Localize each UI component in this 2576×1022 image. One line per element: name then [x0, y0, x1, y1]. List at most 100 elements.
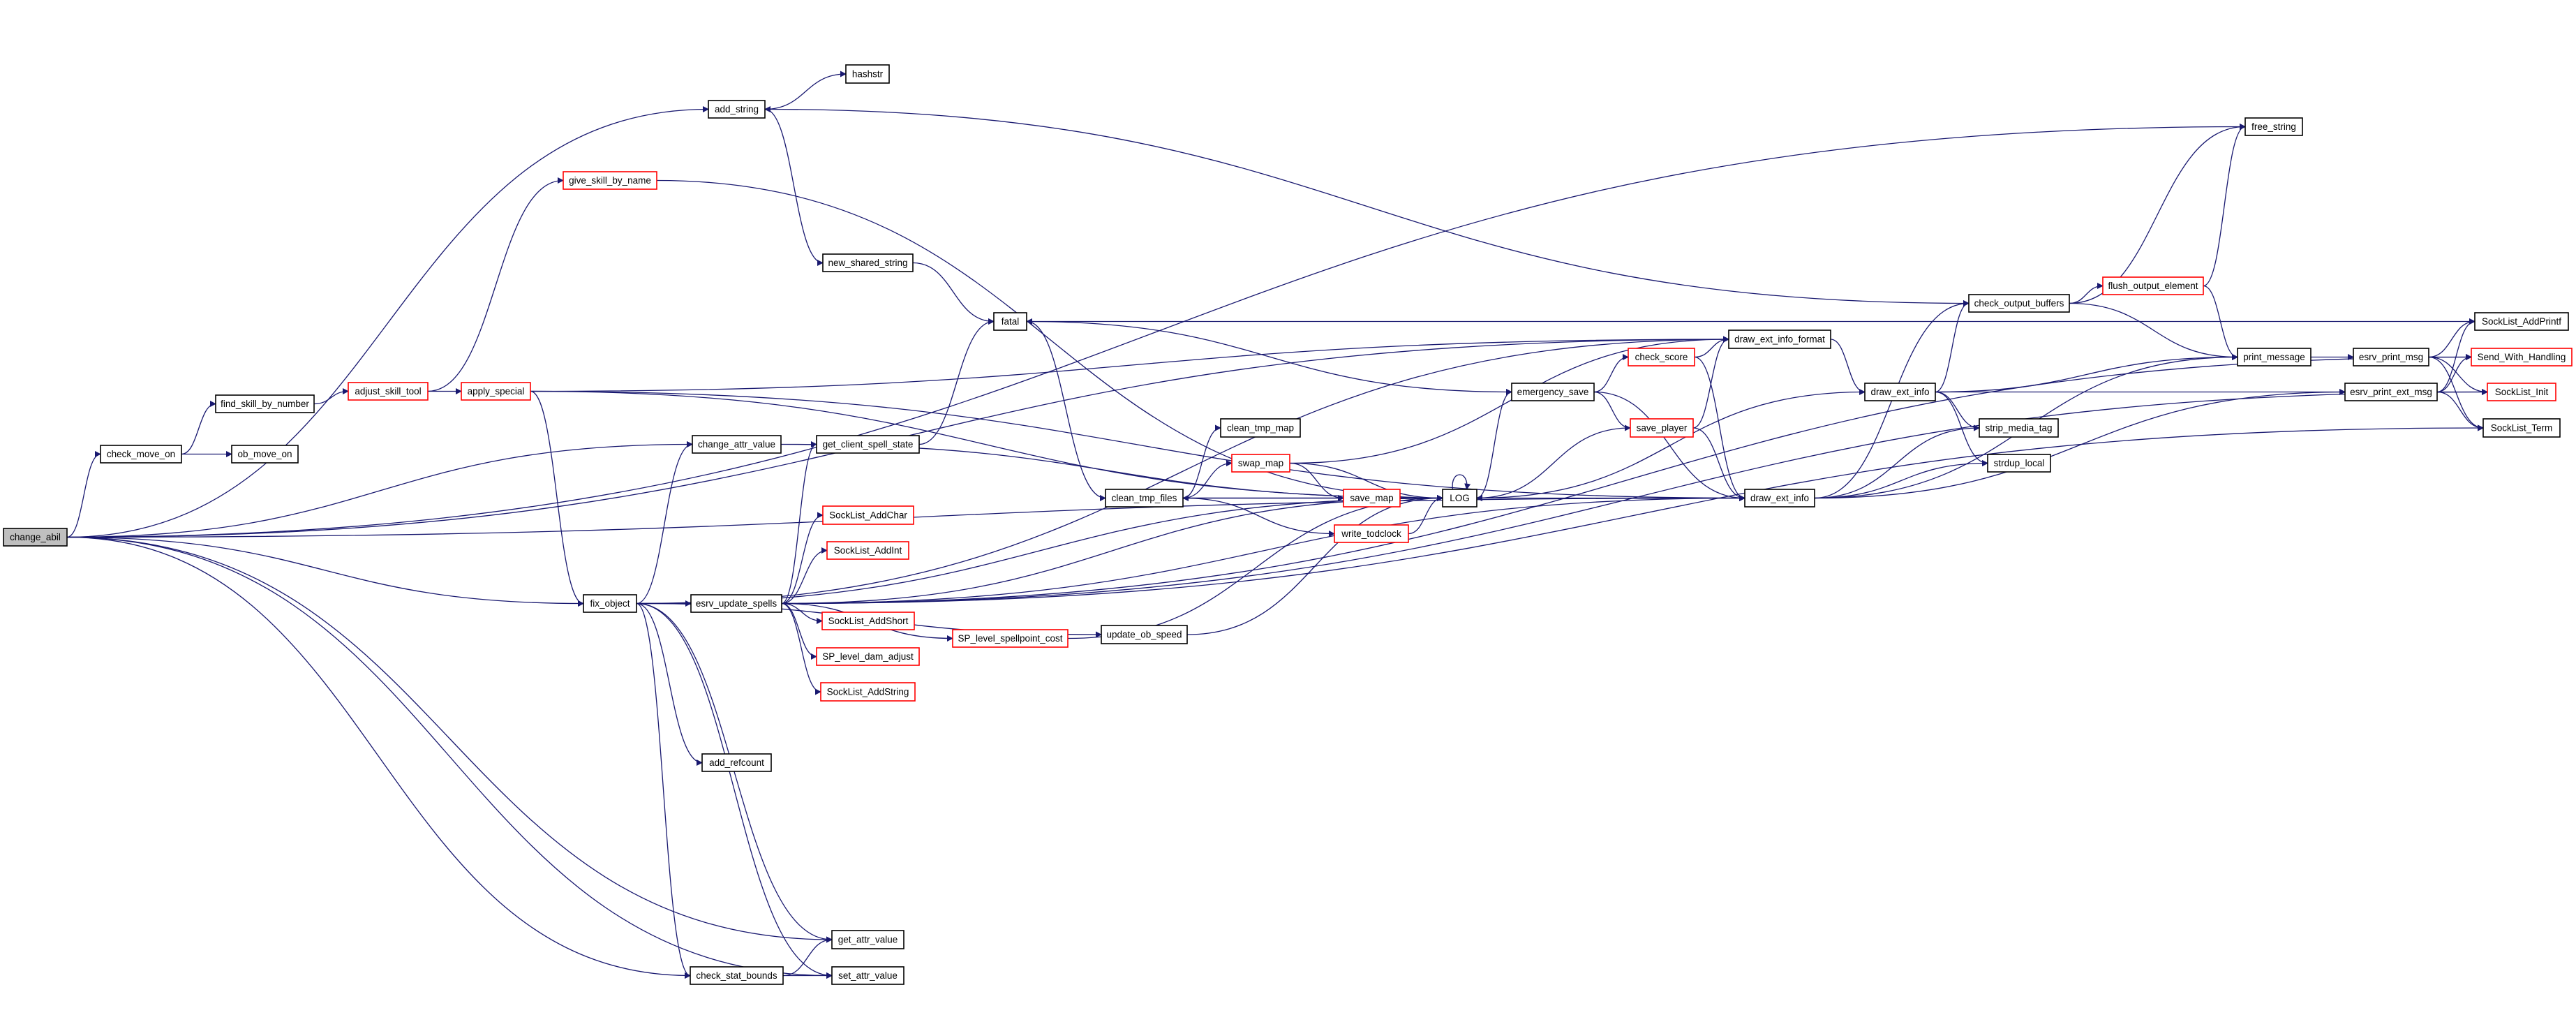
node-apply-special[interactable]: apply_special: [461, 382, 531, 401]
node-socklist-addprintf[interactable]: SockList_AddPrintf: [2474, 312, 2569, 331]
edge-esrv_print_ext_msg-to-Send_With_Handling: [2436, 353, 2472, 393]
edge-esrv_update_spells-to-SockList_AddInt: [781, 547, 828, 605]
node-find-skill-by-number[interactable]: find_skill_by_number: [215, 394, 315, 413]
node-box: [1334, 524, 1409, 543]
edge-check_stat_bounds-to-get_attr_value: [782, 936, 833, 977]
node-sp-level-spellpoint-cost[interactable]: SP_level_spellpoint_cost: [952, 629, 1069, 648]
node-esrv-print-msg[interactable]: esrv_print_msg: [2353, 348, 2429, 366]
node-label: new_shared_string: [828, 258, 907, 268]
node-box: [1744, 489, 1815, 508]
edge-fix_object-to-set_attr_value: [636, 602, 833, 979]
node-socklist-term[interactable]: SockList_Term: [2482, 418, 2561, 438]
node-adjust-skill-tool[interactable]: adjust_skill_tool: [348, 382, 429, 401]
node-box: [231, 445, 299, 464]
edge-check_output_buffers-to-flush_output_element: [2069, 282, 2104, 304]
node-box: [952, 629, 1069, 648]
node-set-attr-value[interactable]: set_attr_value: [831, 966, 904, 985]
node-fix-object[interactable]: fix_object: [583, 594, 637, 613]
edge-fix_object-to-add_refcount: [636, 602, 703, 767]
node-label: strip_media_tag: [1985, 423, 2052, 434]
node-save-player[interactable]: save_player: [1630, 418, 1694, 438]
node-socklist-addint[interactable]: SockList_AddInt: [826, 541, 909, 560]
edge-draw_ext_info_a-to-strdup_local: [1935, 391, 1988, 467]
node-print-message[interactable]: print_message: [2237, 348, 2311, 366]
node-box: [2244, 117, 2303, 136]
edge-esrv_print_msg-to-SockList_Init: [2428, 356, 2488, 396]
node-log[interactable]: LOG: [1442, 489, 1477, 508]
nodes-layer: change_abil check_move_on ob_move_on find_s…: [3, 64, 2573, 985]
edge-draw_ext_info_a-to-LOG: [1476, 391, 1866, 502]
node-change-attr-value[interactable]: change_attr_value: [692, 435, 782, 454]
node-label: clean_tmp_files: [1112, 493, 1177, 503]
node-socklist-addchar[interactable]: SockList_AddChar: [822, 505, 914, 525]
node-box: [816, 435, 920, 454]
node-box: [2482, 418, 2561, 438]
node-give-skill-by-name[interactable]: give_skill_by_name: [563, 171, 657, 190]
node-draw-ext-info-b[interactable]: draw_ext_info: [1744, 489, 1815, 508]
node-label: SockList_AddString: [827, 687, 909, 697]
node-clean-tmp-files[interactable]: clean_tmp_files: [1105, 489, 1184, 508]
node-send-with-handling[interactable]: Send_With_Handling: [2471, 348, 2573, 366]
node-update-ob-speed[interactable]: update_ob_speed: [1101, 625, 1188, 644]
node-esrv-print-ext-msg[interactable]: esrv_print_ext_msg: [2344, 383, 2438, 401]
node-label: check_stat_bounds: [696, 970, 777, 981]
edge-esrv_print_msg-to-SockList_AddPrintf: [2428, 318, 2476, 358]
node-label: get_attr_value: [838, 935, 898, 945]
node-draw-ext-info-a[interactable]: draw_ext_info: [1864, 383, 1936, 401]
node-sp-level-dam-adjust[interactable]: SP_level_dam_adjust: [816, 647, 920, 666]
node-swap-map[interactable]: swap_map: [1231, 454, 1290, 473]
node-label: swap_map: [1238, 458, 1283, 468]
node-check-score[interactable]: check_score: [1628, 348, 1695, 366]
node-new-shared-string[interactable]: new_shared_string: [822, 253, 914, 272]
node-box: [2487, 383, 2556, 401]
node-socklist-addstring[interactable]: SockList_AddString: [820, 682, 916, 702]
node-add-refcount[interactable]: add_refcount: [701, 753, 772, 772]
node-write-todclock[interactable]: write_todclock: [1334, 524, 1409, 543]
node-emergency-save[interactable]: emergency_save: [1511, 383, 1595, 401]
node-label: esrv_print_ext_msg: [2350, 387, 2432, 397]
node-box: [692, 435, 782, 454]
node-save-map[interactable]: save_map: [1343, 489, 1401, 508]
node-box: [1231, 454, 1290, 473]
node-fatal[interactable]: fatal: [993, 312, 1027, 331]
node-socklist-init[interactable]: SockList_Init: [2487, 383, 2556, 401]
edge-esrv_print_ext_msg-to-SockList_AddPrintf: [2436, 318, 2476, 393]
node-strip-media-tag[interactable]: strip_media_tag: [1979, 418, 2059, 438]
node-label: SP_level_dam_adjust: [822, 651, 914, 662]
edge-give_skill_by_name-to-LOG: [656, 179, 1443, 502]
node-label: check_output_buffers: [1974, 298, 2064, 309]
node-check-output-buffers[interactable]: check_output_buffers: [1968, 294, 2070, 313]
node-esrv-update-spells[interactable]: esrv_update_spells: [690, 594, 782, 613]
node-hashstr[interactable]: hashstr: [845, 64, 890, 84]
node-label: esrv_update_spells: [696, 598, 777, 609]
node-get-attr-value[interactable]: get_attr_value: [831, 930, 904, 949]
node-strdup-local[interactable]: strdup_local: [1987, 454, 2051, 473]
node-change-abil[interactable]: change_abil: [3, 528, 68, 547]
edge-check_output_buffers-to-free_string: [2069, 123, 2246, 304]
node-box: [2353, 348, 2429, 366]
node-box: [1979, 418, 2059, 438]
edge-fatal-to-clean_tmp_files: [1026, 320, 1106, 502]
node-box: [1220, 418, 1301, 438]
node-box: [831, 966, 904, 985]
edge-LOG-to-emergency_save: [1476, 388, 1512, 499]
node-box: [583, 594, 637, 613]
node-socklist-addshort[interactable]: SockList_AddShort: [821, 612, 915, 630]
edge-esrv_update_spells-to-SockList_AddChar: [781, 512, 824, 605]
node-clean-tmp-map[interactable]: clean_tmp_map: [1220, 418, 1301, 438]
node-box: [1728, 329, 1831, 349]
edge-add_string-to-hashstr: [764, 71, 847, 110]
node-draw-ext-info-format[interactable]: draw_ext_info_format: [1728, 329, 1831, 349]
node-label: add_refcount: [709, 757, 764, 768]
node-free-string[interactable]: free_string: [2244, 117, 2303, 136]
node-ob-move-on[interactable]: ob_move_on: [231, 445, 299, 464]
edge-change_abil-to-check_move_on: [66, 450, 101, 538]
edge-esrv_update_spells-to-get_client_spell_state: [781, 441, 817, 605]
node-get-client-spell-state[interactable]: get_client_spell_state: [816, 435, 920, 454]
node-flush-output-element[interactable]: flush_output_element: [2102, 276, 2204, 295]
node-add-string[interactable]: add_string: [708, 100, 766, 119]
node-check-stat-bounds[interactable]: check_stat_bounds: [690, 966, 784, 985]
node-box: [1968, 294, 2070, 313]
node-check-move-on[interactable]: check_move_on: [100, 445, 182, 464]
node-label: Send_With_Handling: [2478, 352, 2566, 362]
